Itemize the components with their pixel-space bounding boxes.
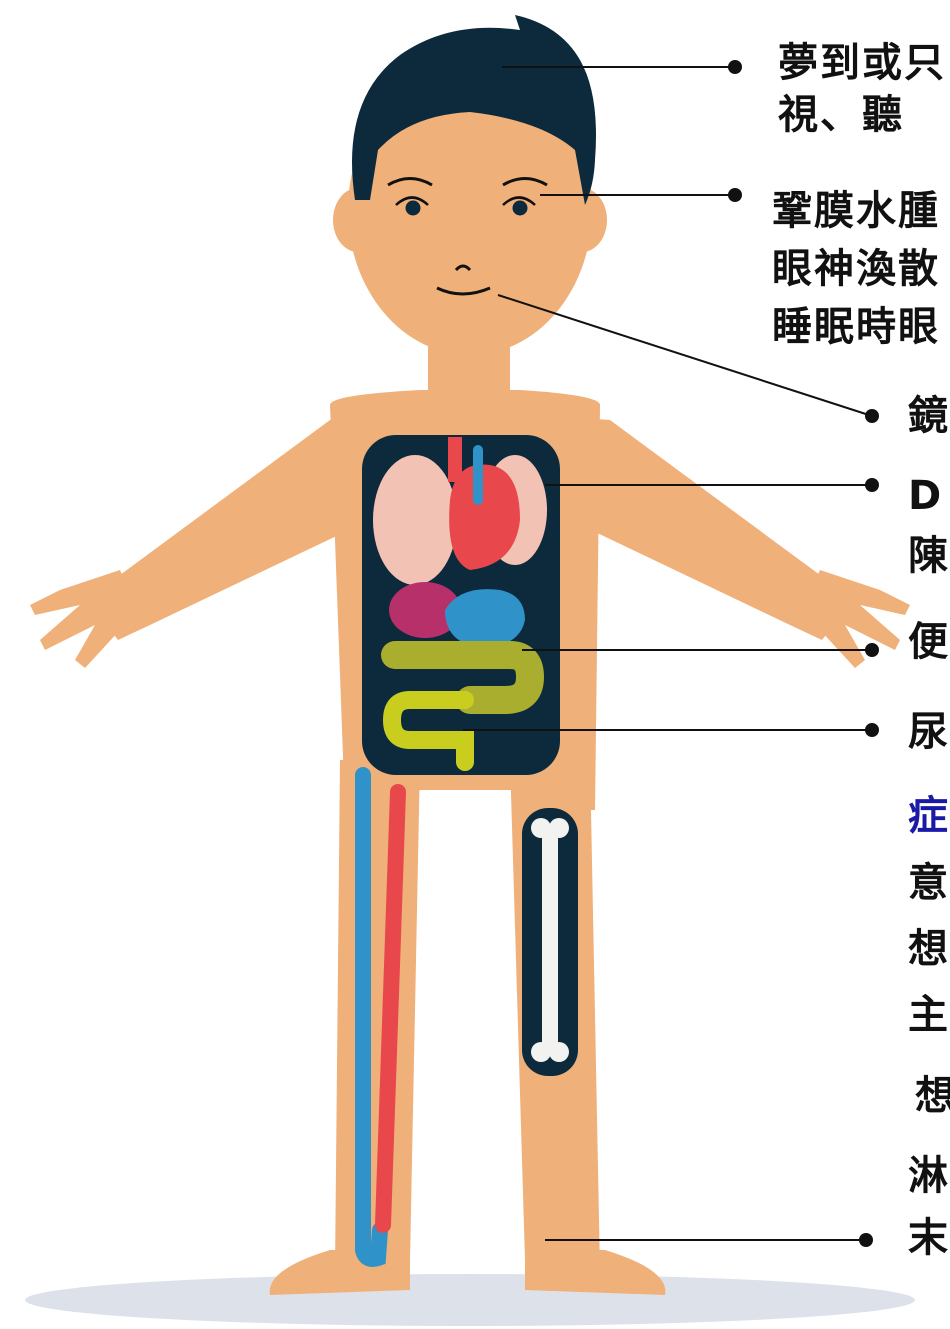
label-hair: 夢到或只視、聽	[778, 37, 946, 141]
label-mouth: 鏡	[908, 390, 950, 442]
ground-shadow	[25, 1274, 915, 1326]
label-eyes: 鞏膜水腫眼神渙散睡眠時眼	[772, 182, 940, 356]
left-foot	[270, 1250, 410, 1295]
left-eye	[406, 201, 421, 216]
label-legs: 末	[908, 1212, 950, 1264]
label-extra-3: 淋	[908, 1150, 950, 1202]
leg-bone	[522, 808, 578, 1076]
right-eye	[513, 201, 528, 216]
label-extra-1: 意想主	[908, 850, 950, 1048]
left-lung	[373, 455, 457, 585]
organ-panel	[362, 435, 560, 775]
label-symptoms-heading: 症	[908, 790, 950, 842]
label-intestine: 便	[908, 616, 950, 668]
label-extra-2: 想	[915, 1070, 950, 1122]
label-bladder: 尿	[908, 706, 950, 758]
right-foot	[525, 1250, 665, 1295]
